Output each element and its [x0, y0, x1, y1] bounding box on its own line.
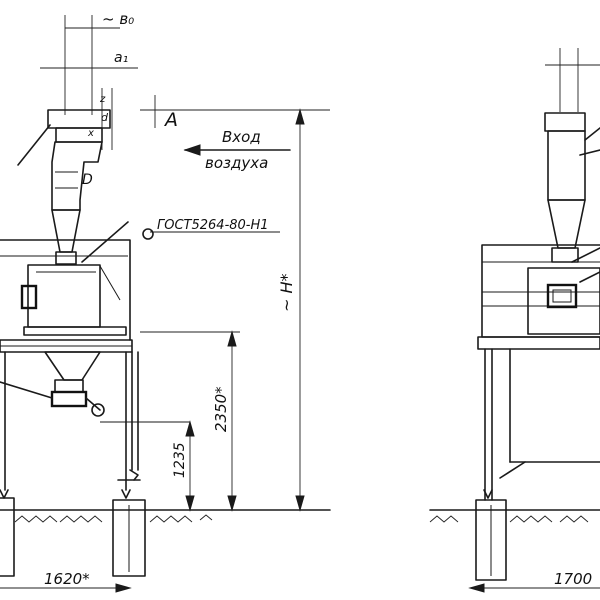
right-view: [429, 48, 600, 593]
dim-x-label: x: [87, 128, 94, 139]
dim-2350-label: 2350*: [212, 386, 230, 432]
dim-1700-label: 1700: [554, 570, 592, 588]
height-h-label: ~ H*: [277, 273, 296, 312]
left-view: [0, 15, 331, 593]
gost-label: ГОСТ5264-80-Н1: [157, 218, 269, 233]
section-a-label: A: [163, 109, 178, 131]
dim-1235-label: 1235: [172, 442, 188, 478]
dim-d-cap-label: D: [82, 172, 93, 188]
dim-z-label: z: [99, 94, 106, 105]
dim-d-label: d: [101, 111, 109, 124]
inlet-label-line1: Вход: [222, 128, 261, 146]
dim-a1-label: a₁: [114, 50, 128, 66]
inlet-label-line2: воздуха: [205, 154, 268, 172]
dim-b0-label: ~ в₀: [102, 10, 134, 28]
dim-1620-label: 1620*: [44, 570, 90, 588]
